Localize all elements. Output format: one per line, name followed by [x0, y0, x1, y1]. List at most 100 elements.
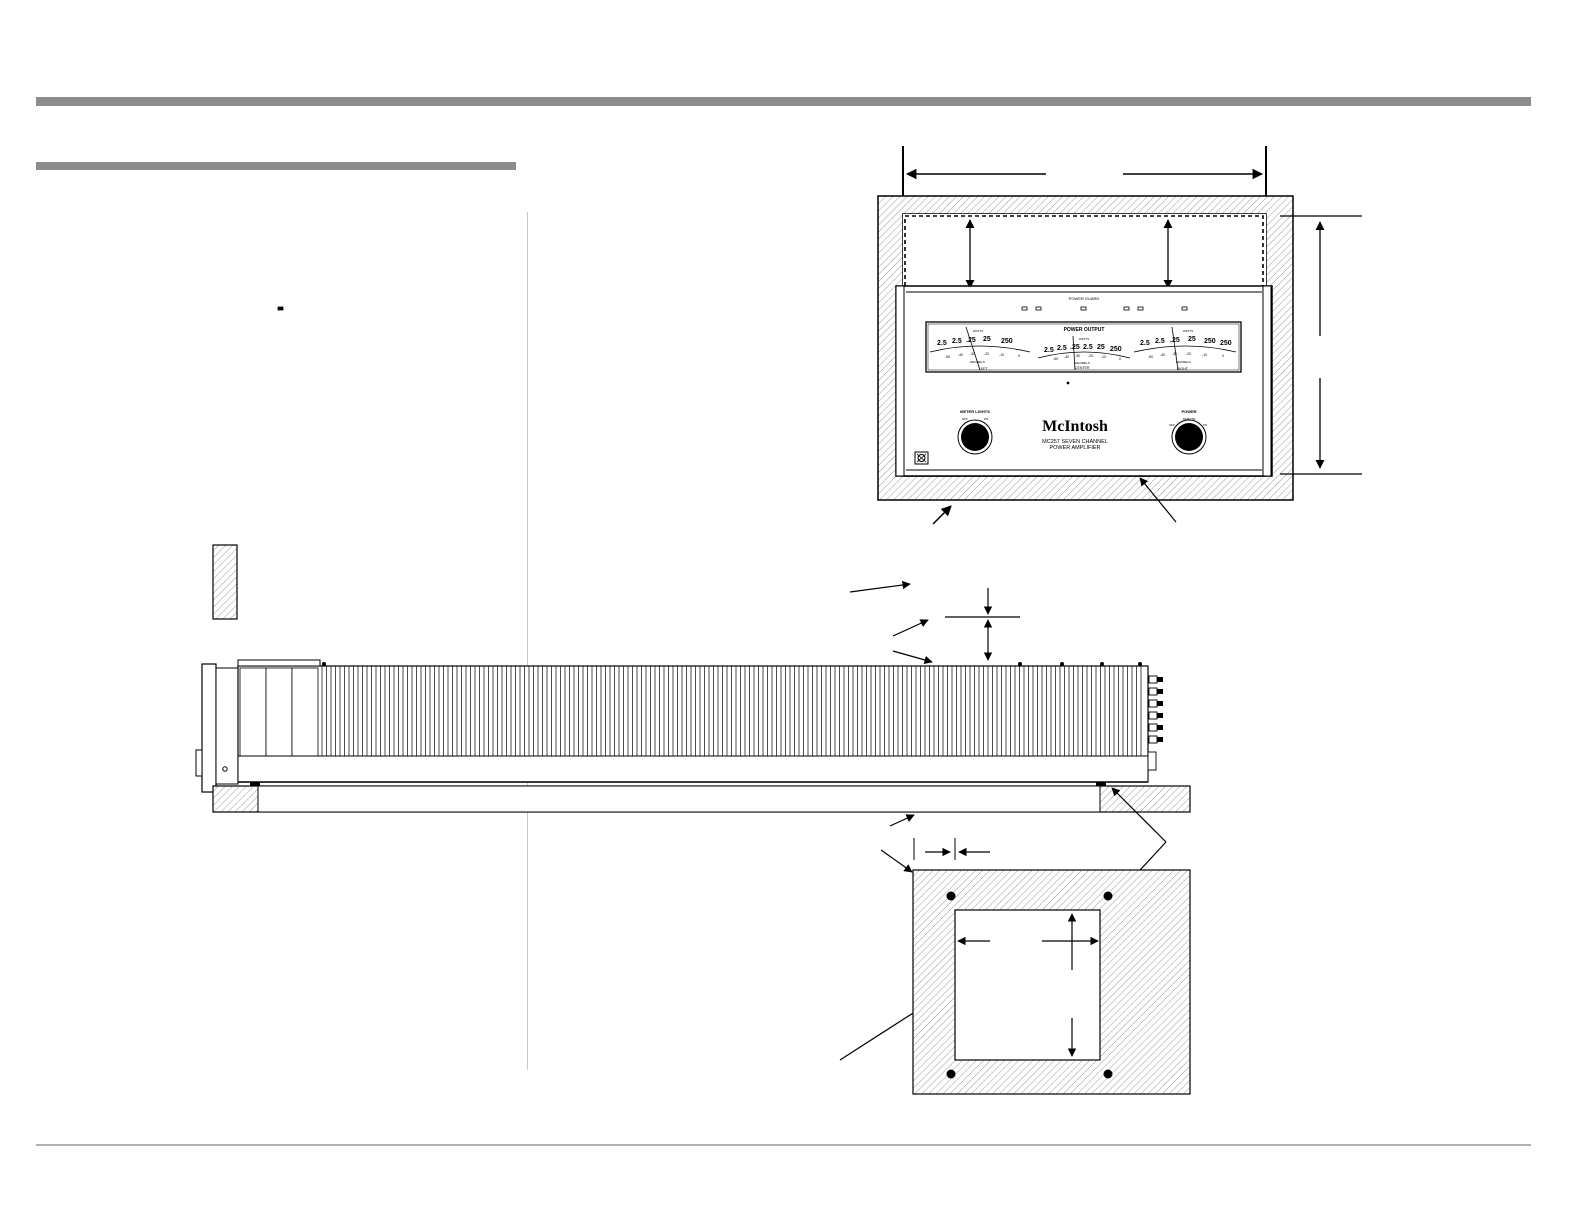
svg-text:REMOTE: REMOTE [1183, 417, 1196, 421]
heatsink-bolt [1100, 662, 1104, 666]
shelf-ventilation-cutout [954, 909, 1101, 1061]
leader-arrow-shelf-edge [880, 849, 913, 873]
meter-right-watt-tick: 25 [1188, 336, 1196, 343]
meter-right-watt-tick: 2.5 [1140, 340, 1150, 347]
meter-right-db-tick: -50 [1148, 355, 1153, 359]
svg-text:WATTS: WATTS [1079, 337, 1089, 341]
meter-left-watt-tick: .25 [966, 337, 976, 344]
transformer-panel [265, 667, 293, 757]
meter-left-watt-tick: 250 [1001, 338, 1013, 345]
mounting-hole [1103, 1069, 1113, 1079]
leader-arrow-foot [1111, 787, 1167, 843]
meter-center-needle [1072, 335, 1076, 371]
meter-center-watt-tick: 250 [1110, 346, 1122, 353]
cutout-height-dimension [1280, 215, 1362, 475]
meter-center-watt-tick: .25 [1070, 344, 1080, 351]
meter-right-db-tick: -20 [1186, 352, 1191, 356]
meter-right-watt-tick: 2.5 [1155, 338, 1165, 345]
meter-left-db-tick: 0 [1018, 354, 1020, 358]
chassis-screw [222, 766, 228, 772]
leader-arrow-board-edge [892, 619, 929, 637]
section-heading-rule [36, 162, 516, 170]
meter-right-watt-tick: 250 [1204, 338, 1216, 345]
output-terminal-cap [1157, 737, 1163, 742]
leader-arrow-cutout [1139, 477, 1177, 523]
meter-center: WATTS 2.5 2.5 .25 2.5 25 250 -50 -40 -30… [1037, 335, 1131, 371]
power-guard-leds [277, 306, 1188, 311]
front-view: POWER GUARD POWER OUTPUT WATTS [277, 146, 1362, 525]
meter-center-watt-tick: 2.5 [1057, 345, 1067, 352]
meter-lights-label: METER LIGHTS [960, 409, 990, 414]
svg-text:CENTER: CENTER [1075, 366, 1090, 370]
output-terminal [1148, 675, 1158, 684]
chassis-base [237, 755, 1149, 783]
meter-left-watt-tick: 25 [983, 336, 991, 343]
front-panel-board [212, 544, 238, 620]
meter-left-watt-tick: 2.5 [952, 338, 962, 345]
meter-left-db-tick: -40 [958, 353, 963, 357]
meter-center-db-tick: 0 [1119, 357, 1121, 361]
meter-center-watt-tick: 2.5 [1044, 347, 1054, 354]
svg-text:WATTS: WATTS [973, 329, 983, 333]
heatsink-bolt [1138, 662, 1142, 666]
power-guard-label: POWER GUARD [1069, 296, 1100, 301]
output-terminal [1148, 735, 1158, 744]
output-terminal [1148, 687, 1158, 696]
meter-center-watt-tick: 2.5 [1083, 344, 1093, 351]
side-view [195, 544, 1020, 793]
meter-right-db-tick: -30 [1172, 352, 1177, 356]
svg-text:RIGHT: RIGHT [1177, 367, 1189, 371]
column-divider [527, 212, 528, 1070]
output-terminal-cap [1157, 725, 1163, 730]
meter-right-db-tick: -40 [1160, 353, 1165, 357]
brand-logo: McIntosh [1042, 418, 1108, 435]
cutout-width-dimension [902, 146, 1267, 205]
meter-window [925, 321, 1242, 373]
svg-text:DECIBELS: DECIBELS [1176, 360, 1191, 364]
model-line-2: POWER AMPLIFIER [1049, 445, 1100, 451]
meter-left-watt-tick: 2.5 [937, 340, 947, 347]
meter-center-watt-tick: 25 [1097, 344, 1105, 351]
meter-right-db-tick: -10 [1202, 353, 1207, 357]
meter-left-needle [965, 326, 981, 371]
transformer-panel [291, 667, 319, 757]
output-terminal-cap [1157, 701, 1163, 706]
model-line-1: MC257 SEVEN CHANNEL [1042, 439, 1108, 445]
leader-arrow-chassis [892, 650, 933, 664]
amplifier-front-panel: POWER GUARD POWER OUTPUT WATTS [277, 285, 1273, 477]
remote-sensor [1066, 381, 1070, 385]
output-terminal [1148, 723, 1158, 732]
power-label: POWER [1181, 409, 1196, 414]
output-terminal-cap [1157, 677, 1163, 682]
mounting-hole [946, 1069, 956, 1079]
header-rule [36, 97, 1531, 106]
svg-text:WATTS: WATTS [1183, 329, 1193, 333]
meter-center-db-tick: -10 [1101, 355, 1106, 359]
leader-arrow-cabinet [932, 505, 952, 525]
shelf-cutout-side [257, 785, 1101, 813]
transformer-panel [239, 667, 267, 757]
output-terminal-cap [1157, 689, 1163, 694]
heatsink-bolt [322, 662, 326, 666]
meter-right-watt-tick: .25 [1170, 337, 1180, 344]
mounting-hole [1103, 891, 1113, 901]
amplifier-side [195, 663, 239, 793]
svg-text:OFF: OFF [962, 417, 968, 421]
meter-title: POWER OUTPUT [1064, 327, 1105, 333]
meter-left-db-tick: -10 [999, 353, 1004, 357]
meter-right-db-tick: 0 [1222, 354, 1224, 358]
mounting-hole [946, 891, 956, 901]
rear-power-connector [1147, 751, 1157, 771]
svg-text:LEFT: LEFT [979, 367, 988, 371]
meter-right: WATTS 2.5 2.5 .25 25 250 250 -50 -40 -30… [1133, 326, 1237, 371]
meter-left: WATTS 2.5 2.5 .25 25 250 -50 -40 -30 -20… [929, 326, 1031, 371]
heatsink-bolt [1018, 662, 1022, 666]
meter-left-db-tick: -50 [945, 355, 950, 359]
meter-left-db-tick: -20 [984, 352, 989, 356]
output-terminal [1148, 699, 1158, 708]
output-terminal [1148, 711, 1158, 720]
svg-text:ON: ON [1203, 423, 1208, 427]
heatsink-bolt [1060, 662, 1064, 666]
meter-right-watt-tick: 250 [1220, 340, 1232, 347]
